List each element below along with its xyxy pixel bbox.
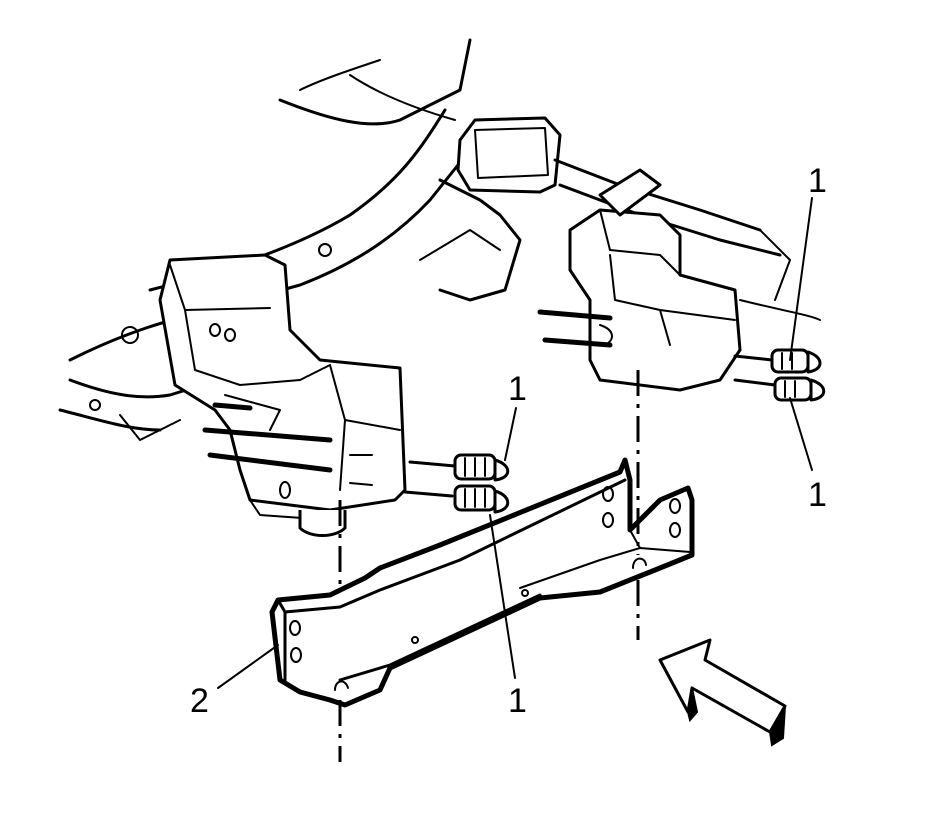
vehicle-frame — [58, 38, 821, 441]
left-mount-bracket — [158, 253, 407, 537]
callout-1-right-lower: 1 — [808, 476, 827, 514]
view-direction-arrow-icon — [658, 638, 787, 747]
callout-1-center-top: 1 — [508, 370, 527, 408]
leader-lines — [217, 197, 813, 689]
alignment-lines — [338, 370, 640, 762]
bolt-nut-set-right — [733, 348, 826, 402]
right-mount-bracket — [537, 168, 742, 392]
transmission-crossmember — [269, 457, 695, 708]
callout-1-center-bottom: 1 — [508, 682, 527, 720]
callout-2-crossmember: 2 — [190, 682, 209, 720]
bolt-nut-set-center — [403, 453, 510, 514]
callout-1-top-right: 1 — [808, 162, 827, 200]
